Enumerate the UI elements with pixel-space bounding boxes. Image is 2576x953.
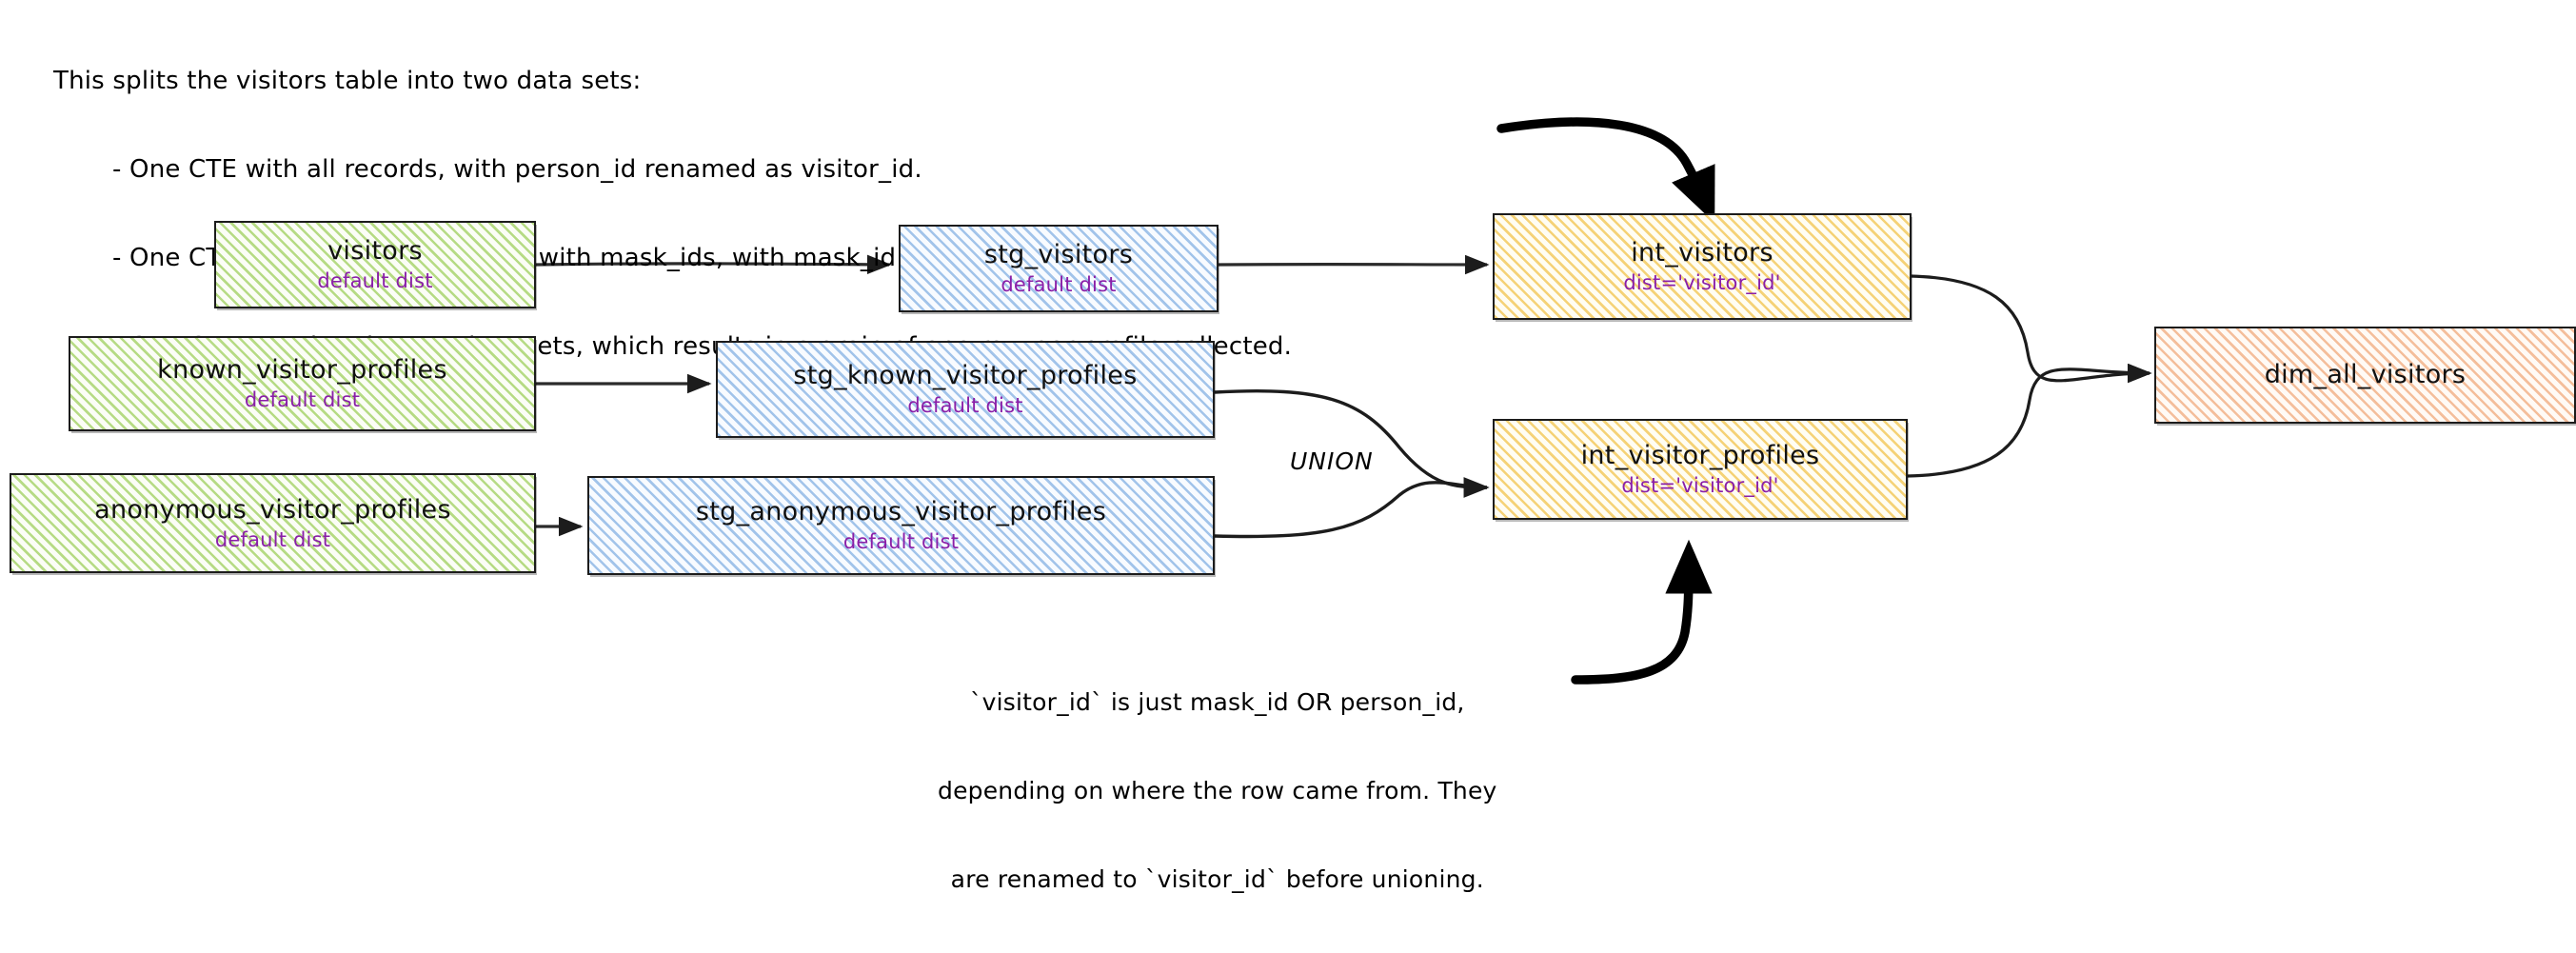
node-title: stg_visitors xyxy=(984,241,1133,269)
node-subtitle: default dist xyxy=(317,269,432,292)
node-int-visitor-profiles[interactable]: int_visitor_profiles dist='visitor_id' xyxy=(1493,419,1908,520)
edge-stg-anon-to-int-profiles xyxy=(1215,483,1487,537)
bottom-annotation-note: `visitor_id` is just mask_id OR person_i… xyxy=(938,628,1497,953)
note-line-1: - One CTE with all records, with person_… xyxy=(53,155,1292,185)
annotation-arrow-top xyxy=(1501,122,1710,211)
node-title: int_visitor_profiles xyxy=(1581,442,1820,470)
edge-int-visitors-to-dim xyxy=(1911,276,2150,381)
node-subtitle: default dist xyxy=(1001,273,1116,296)
node-subtitle: default dist xyxy=(843,530,959,553)
node-subtitle: default dist xyxy=(245,388,360,411)
edge-int-profiles-to-dim xyxy=(1908,369,2150,476)
node-stg-known-visitor-profiles[interactable]: stg_known_visitor_profiles default dist xyxy=(716,341,1215,438)
node-known-visitor-profiles[interactable]: known_visitor_profiles default dist xyxy=(69,336,536,431)
bottom-note-line-2: are renamed to `visitor_id` before union… xyxy=(938,864,1497,894)
edge-label-union: UNION xyxy=(1290,447,1374,475)
note-line-0: This splits the visitors table into two … xyxy=(53,67,1292,96)
node-visitors[interactable]: visitors default dist xyxy=(214,221,536,308)
node-subtitle: dist='visitor_id' xyxy=(1621,474,1778,497)
node-title: known_visitor_profiles xyxy=(157,356,447,385)
node-int-visitors[interactable]: int_visitors dist='visitor_id' xyxy=(1493,213,1912,320)
node-title: dim_all_visitors xyxy=(2265,361,2467,389)
node-anonymous-visitor-profiles[interactable]: anonymous_visitor_profiles default dist xyxy=(10,473,536,573)
node-title: visitors xyxy=(327,237,423,266)
node-title: stg_known_visitor_profiles xyxy=(793,362,1137,390)
node-title: int_visitors xyxy=(1631,239,1773,268)
node-title: stg_anonymous_visitor_profiles xyxy=(696,498,1106,526)
bottom-note-line-0: `visitor_id` is just mask_id OR person_i… xyxy=(938,687,1497,717)
annotation-arrow-bottom xyxy=(1575,552,1689,680)
node-stg-visitors[interactable]: stg_visitors default dist xyxy=(899,225,1219,312)
node-stg-anonymous-visitor-profiles[interactable]: stg_anonymous_visitor_profiles default d… xyxy=(587,476,1215,575)
node-subtitle: default dist xyxy=(907,394,1022,417)
node-subtitle: default dist xyxy=(215,528,330,551)
node-subtitle: dist='visitor_id' xyxy=(1623,271,1780,294)
node-title: anonymous_visitor_profiles xyxy=(94,496,451,525)
node-dim-all-visitors[interactable]: dim_all_visitors xyxy=(2154,327,2576,424)
bottom-note-line-1: depending on where the row came from. Th… xyxy=(938,776,1497,805)
diagram-canvas: This splits the visitors table into two … xyxy=(0,0,2576,749)
